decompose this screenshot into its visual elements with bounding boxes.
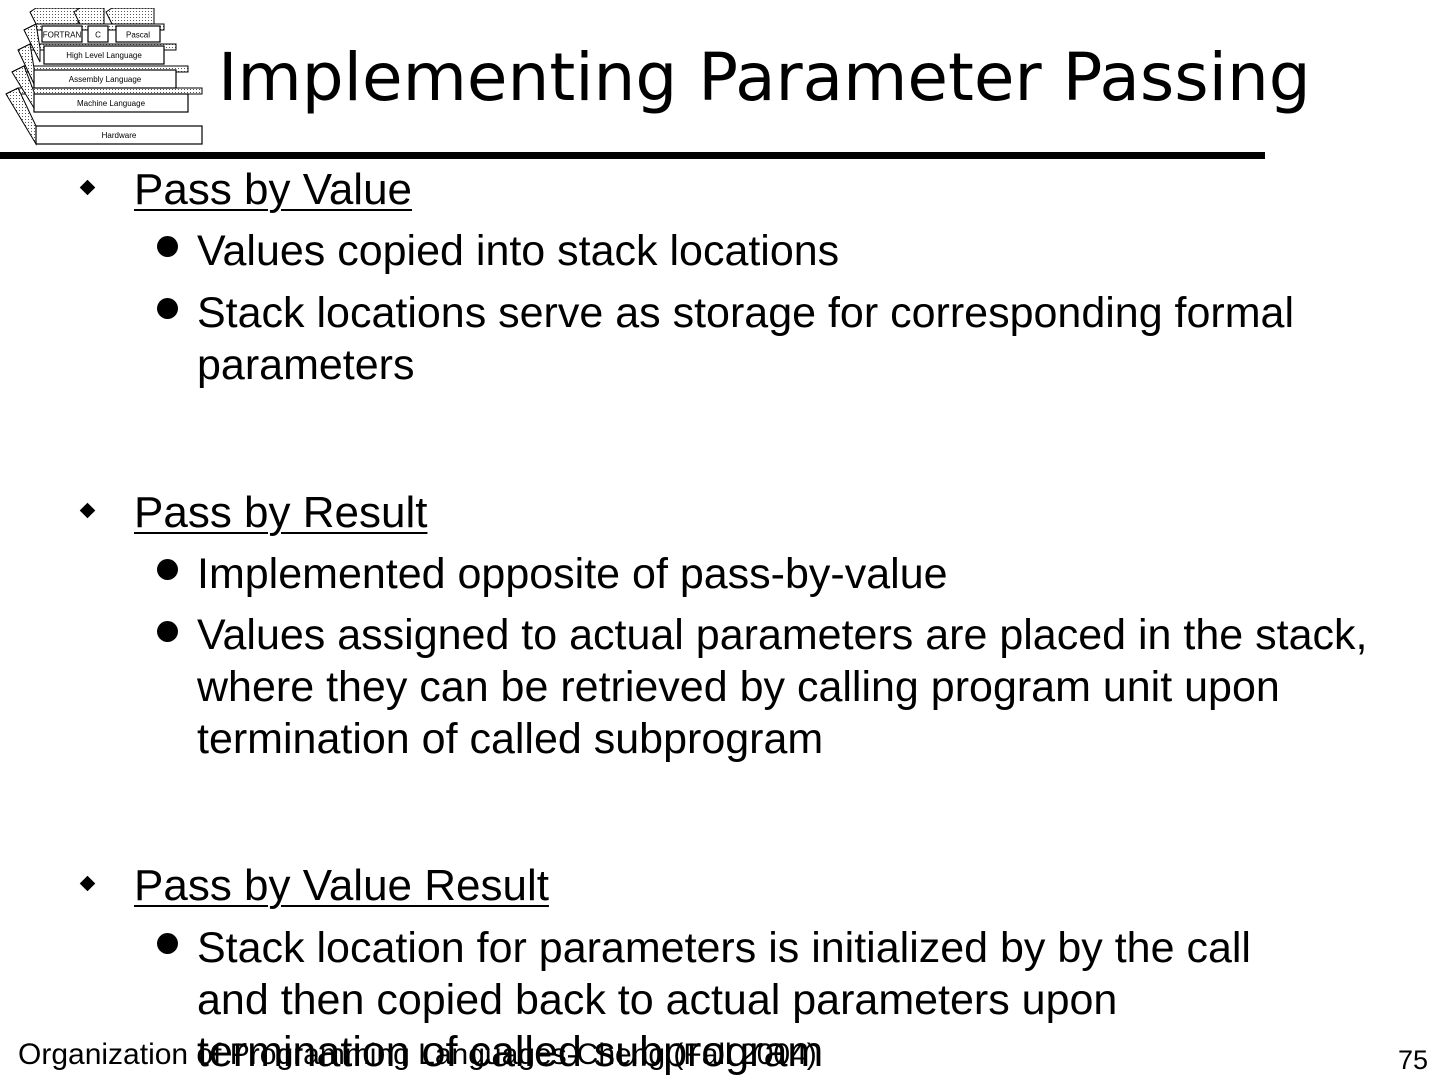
logo-label-machine: Machine Language [77,99,146,108]
slide-title: Implementing Parameter Passing [218,39,1311,116]
diamond-bullet-icon [79,875,96,892]
bullet-item: Implemented opposite of pass-by-value [197,550,948,598]
language-levels-logo: FORTRAN C Pascal High Level Language Ass… [5,8,203,146]
section-heading-pass-by-value-result: Pass by Value Result [134,861,549,910]
bullet-item: Values assigned to actual parameters are… [197,611,1368,763]
logo-label-high-level: High Level Language [66,51,142,60]
bullet-dot-icon [157,933,178,954]
logo-label-pascal: Pascal [126,31,150,40]
logo-label-c: C [95,31,101,40]
bullet-item: Values copied into stack locations [197,227,840,275]
page-number: 75 [1397,1045,1428,1075]
logo-label-hardware: Hardware [102,131,137,140]
logo-label-assembly: Assembly Language [69,75,142,84]
bullet-item: Stack locations serve as storage for cor… [197,289,1295,389]
section-heading-pass-by-value: Pass by Value [134,165,413,214]
bullet-dot-icon [157,298,178,319]
bullet-dot-icon [157,621,178,642]
title-divider [0,152,1265,159]
section-heading-pass-by-result: Pass by Result [134,488,428,537]
bullet-dot-icon [157,559,178,580]
diamond-bullet-icon [79,502,96,519]
bullet-item: Stack location for parameters is initial… [197,924,1251,1076]
bullet-dot-icon [157,236,178,257]
logo-label-fortran: FORTRAN [43,31,82,40]
diamond-bullet-icon [79,179,96,196]
slide-footer: Organization of Programming Languages-Ch… [18,1038,817,1071]
